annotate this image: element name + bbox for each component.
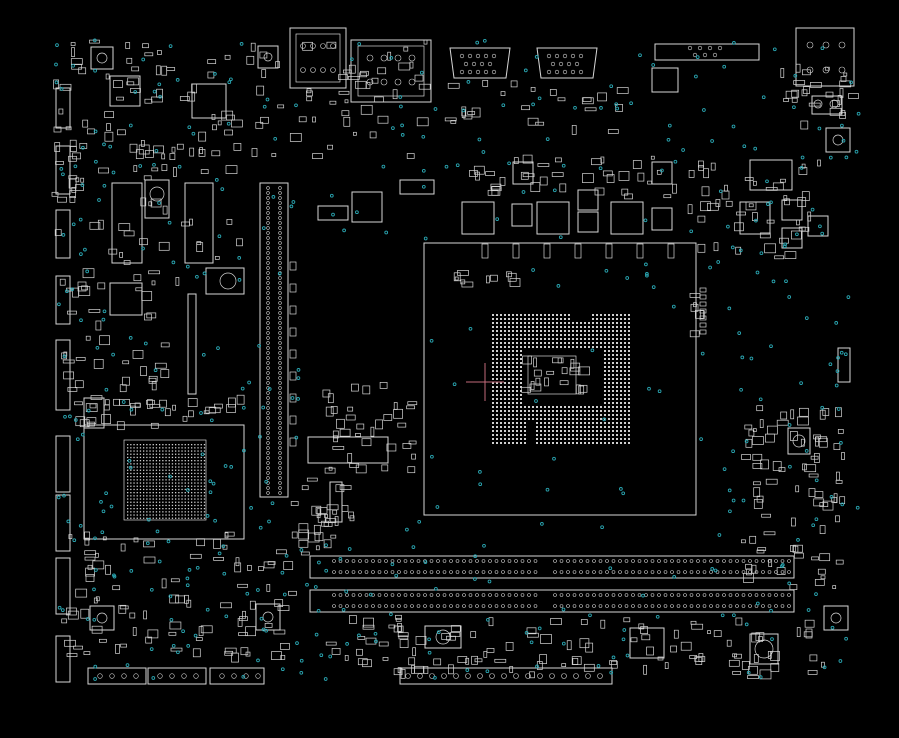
- chipset-bga: [83, 424, 245, 540]
- cpu-socket: [423, 242, 697, 516]
- vertical-pin-header: [259, 182, 289, 498]
- vrm-components: [461, 67, 851, 455]
- pcie-slots: [309, 555, 795, 613]
- crosshair-cursor-icon: [466, 363, 504, 401]
- vias: [54, 38, 861, 681]
- bottom-headers: [87, 603, 849, 685]
- smd-components: [51, 39, 859, 680]
- rear-io-connectors: [90, 27, 855, 153]
- left-component-cluster: [55, 75, 435, 683]
